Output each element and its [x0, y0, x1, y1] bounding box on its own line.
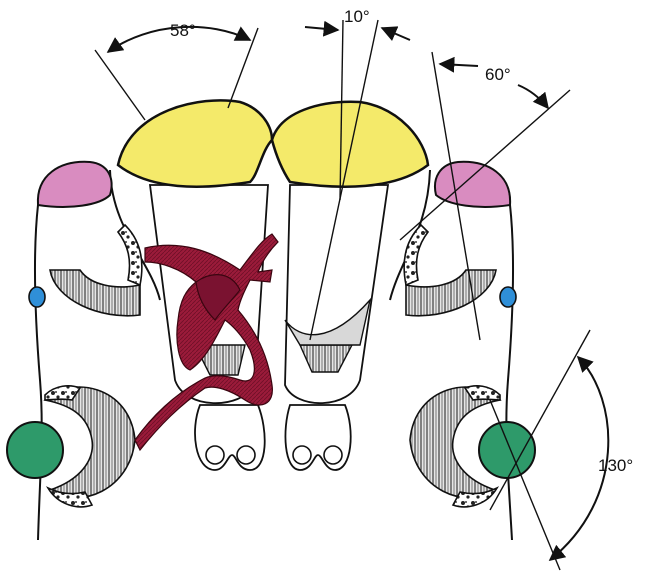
angle-label-10: 10° — [344, 7, 370, 26]
left-upper-speckle — [118, 225, 142, 285]
lower-hatched-crescents — [45, 386, 500, 507]
right-upper-crescent — [406, 270, 496, 316]
left-green-circle — [7, 422, 63, 478]
yellow-caps — [118, 100, 428, 186]
angle-label-130: 130° — [598, 456, 633, 475]
arc-60-left — [440, 64, 478, 66]
right-green-circle — [479, 422, 535, 478]
right-pink — [435, 162, 510, 207]
pink-elements — [38, 162, 510, 207]
right-yellow-cap — [272, 102, 428, 187]
arc-60-right — [518, 85, 548, 108]
arc-10-left — [305, 27, 338, 30]
angle-label-60: 60° — [485, 65, 511, 84]
angle-label-58: 58° — [170, 21, 196, 40]
right-blue-node — [500, 287, 516, 307]
left-upper-crescent — [50, 270, 140, 316]
left-blue-node — [29, 287, 45, 307]
arc-10-right — [382, 28, 410, 40]
left-pink — [38, 162, 112, 207]
